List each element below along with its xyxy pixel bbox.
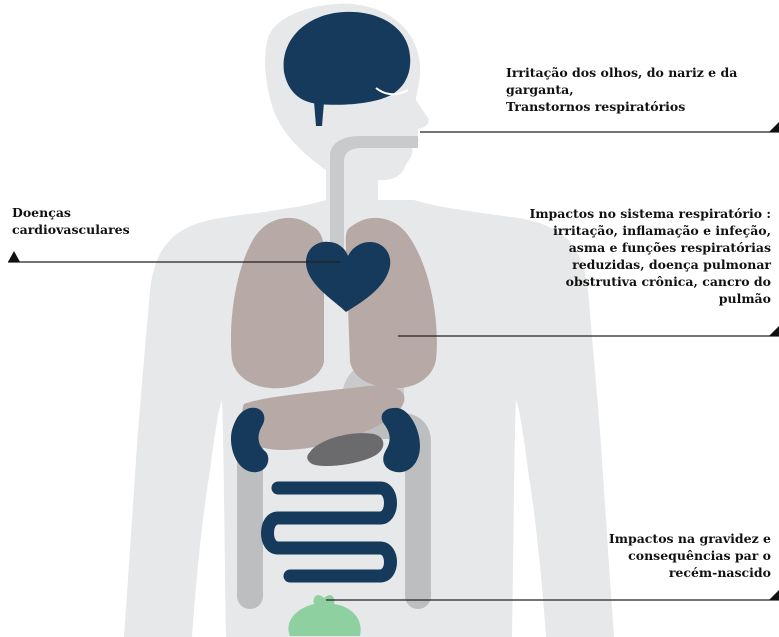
triangle-icon xyxy=(769,326,779,336)
label-cardiovascular: Doenças cardiovasculares xyxy=(12,204,172,238)
triangle-icon xyxy=(8,251,20,262)
label-eyes-nose-throat: Irritação dos olhos, do nariz e da garga… xyxy=(506,64,771,115)
triangle-icon xyxy=(769,122,779,132)
label-pregnancy: Impactos na gravidez e consequências par… xyxy=(560,530,771,581)
label-respiratory: Impactos no sistema respiratório : irrit… xyxy=(520,205,771,307)
triangle-icon xyxy=(769,590,779,600)
